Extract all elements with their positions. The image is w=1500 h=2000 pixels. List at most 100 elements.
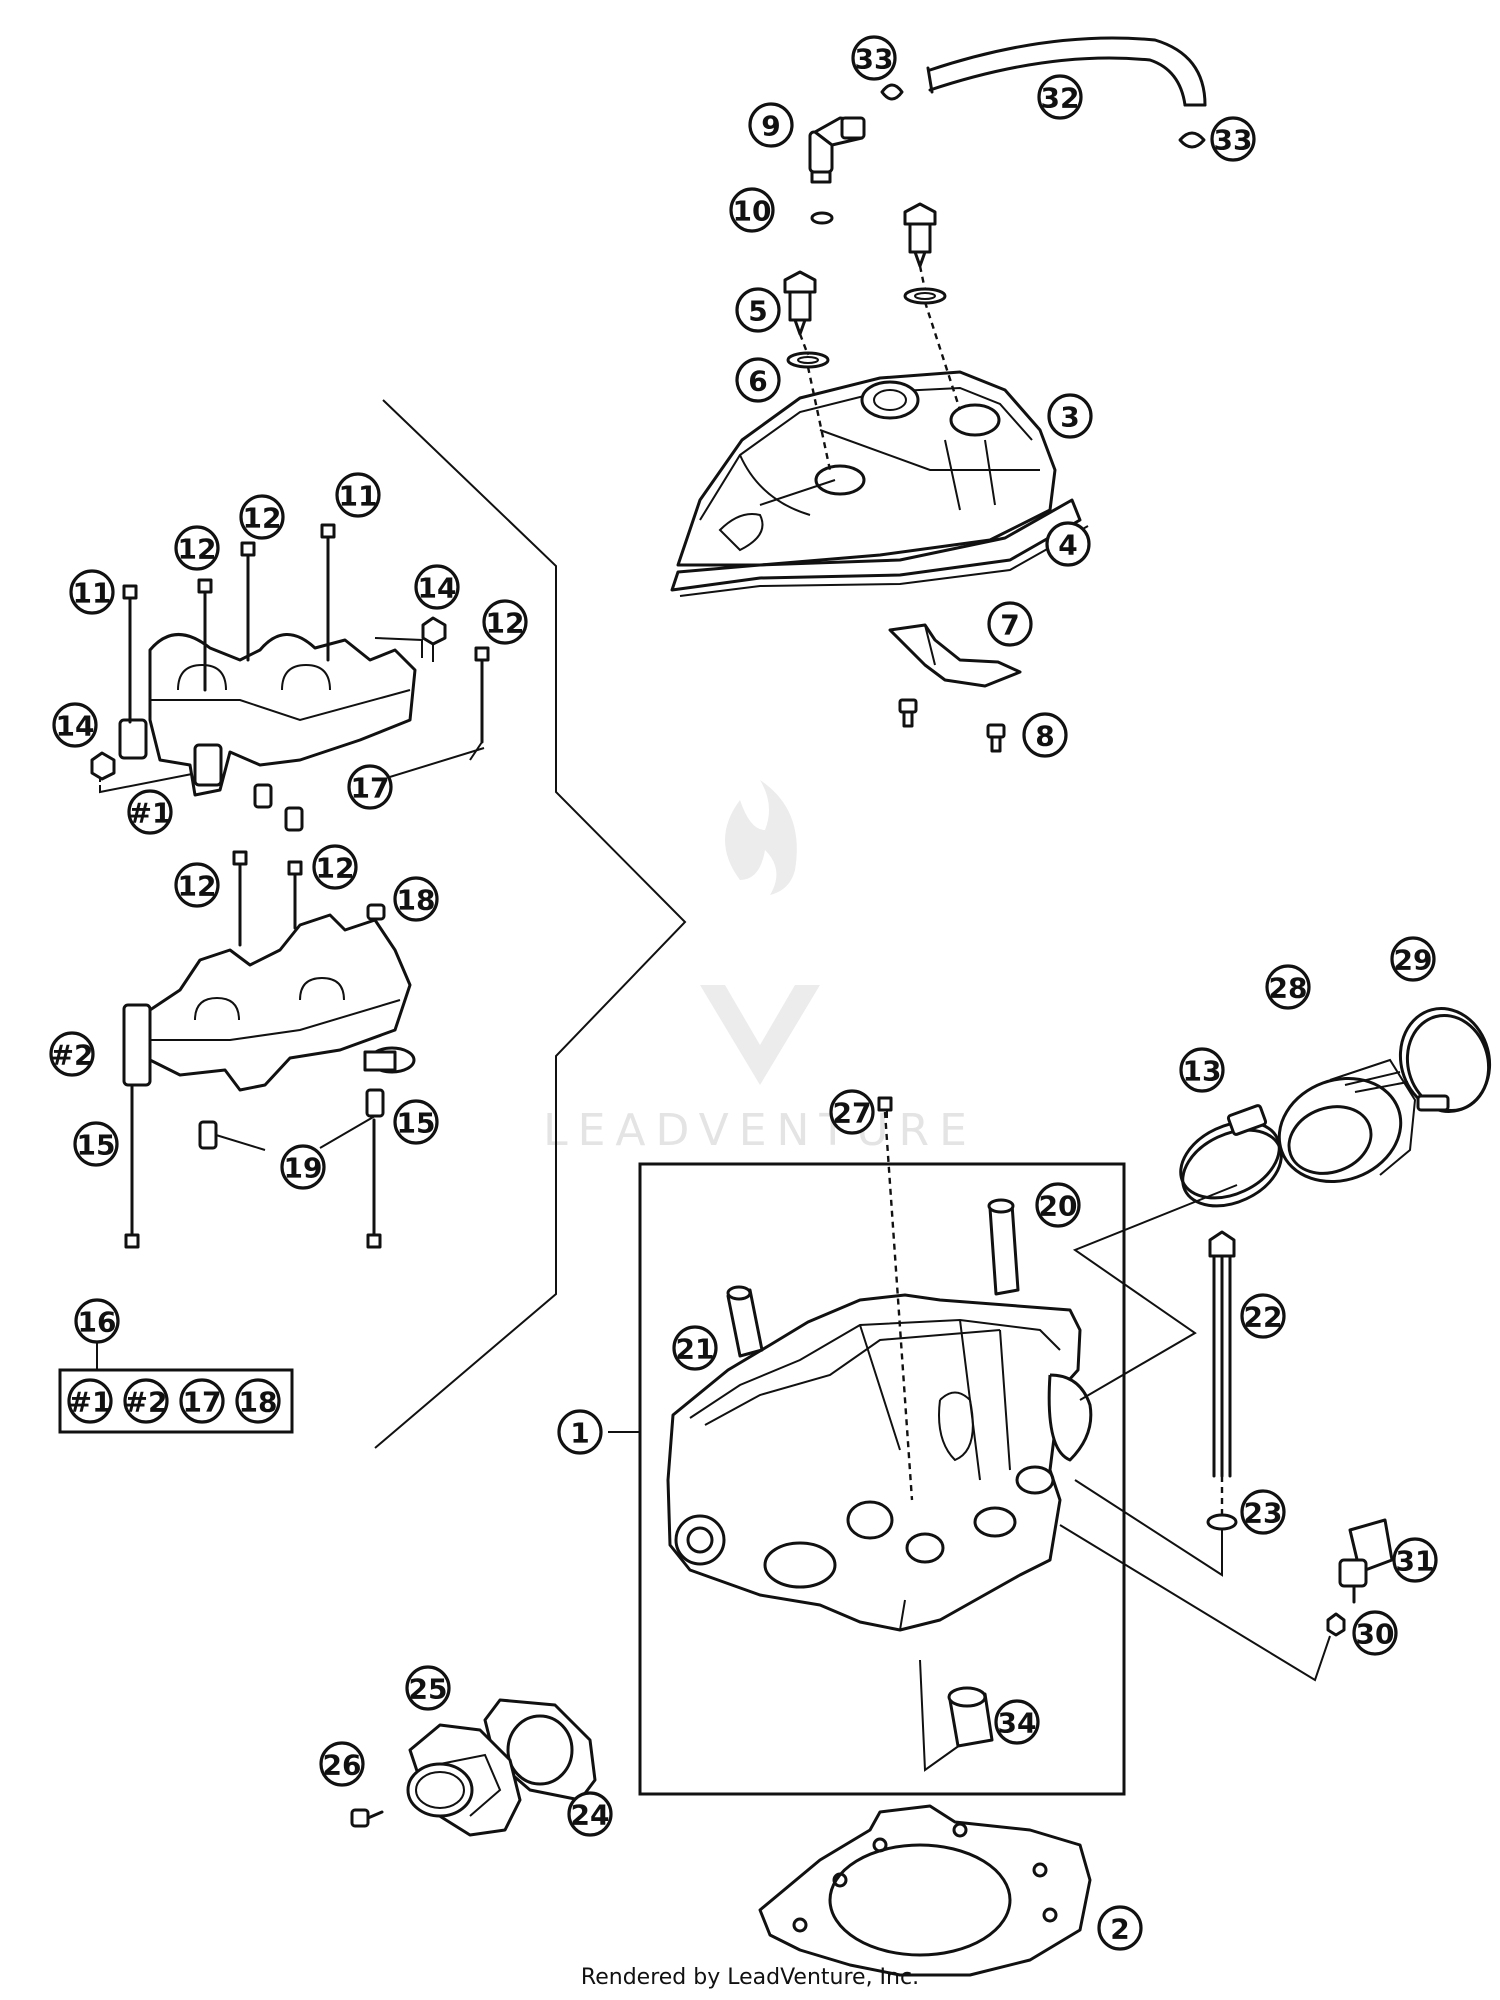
callout-label: 7 (1000, 609, 1019, 642)
callout-28: 28 (1265, 964, 1311, 1010)
callout-hash2: #2 (49, 1031, 95, 1077)
callout-9: 9 (748, 102, 794, 148)
callout-label: 32 (1041, 82, 1080, 115)
callout-label: 31 (1396, 1545, 1435, 1578)
leader-cover-bolts (798, 265, 962, 471)
leader-30 (1059, 1524, 1331, 1682)
callout-label: 17 (351, 772, 390, 805)
callout-label: 15 (397, 1107, 436, 1140)
callout-30: 30 (1352, 1610, 1398, 1656)
cover-bracket (888, 623, 1022, 688)
dowel-pins-17 (253, 783, 304, 832)
bearing-bridge-1 (118, 633, 417, 797)
callout-14: 14 (52, 702, 98, 748)
valve-cover (676, 370, 1057, 567)
callout-label: 18 (397, 884, 436, 917)
callout-6: 6 (735, 357, 781, 403)
long-stud-22 (1208, 1230, 1236, 1478)
callout-label: #2 (51, 1039, 94, 1072)
callout-12: 12 (174, 862, 220, 908)
footer-credit: Rendered by LeadVenture, Inc. (580, 1965, 920, 1990)
callout-label: 12 (178, 870, 217, 903)
callout-label: 4 (1058, 529, 1077, 562)
bridge-nut-upper (421, 616, 447, 646)
callout-label: 11 (73, 577, 112, 610)
water-flange-25 (406, 1723, 522, 1837)
callout-label: 25 (409, 1673, 448, 1706)
callout-label: 33 (1214, 124, 1253, 157)
callout-13: 13 (1179, 1047, 1225, 1093)
callout-label: 30 (1356, 1618, 1395, 1651)
hose-clamp-right (1178, 131, 1206, 149)
intake-boot-28 (1277, 1058, 1417, 1184)
callout-24: 24 (567, 1791, 613, 1837)
cylinder-head-frame (638, 1162, 1126, 1796)
callout-19: 19 (280, 1144, 326, 1190)
kit-item: #2 (123, 1378, 169, 1424)
callout-23: 23 (1240, 1489, 1286, 1535)
callout-33: 33 (851, 35, 897, 81)
kit-item-label: 18 (239, 1386, 278, 1419)
kit-item: 18 (235, 1378, 281, 1424)
head-gasket-2 (758, 1804, 1092, 1977)
bearing-bridge-2 (122, 913, 416, 1092)
callout-33: 33 (1210, 116, 1256, 162)
callout-label: 15 (77, 1129, 116, 1162)
leadventure-watermark: LEADVENTURE (543, 780, 977, 1156)
callout-label: #1 (129, 797, 172, 830)
bracket-screw-a (898, 698, 918, 728)
callout-7: 7 (987, 601, 1033, 647)
callout-label: 33 (855, 43, 894, 76)
head-bolt-27 (877, 1096, 893, 1112)
cover-bolt-left (783, 270, 817, 336)
callout-29: 29 (1390, 936, 1436, 982)
cover-bolt-right (903, 202, 937, 268)
callout-8: 8 (1022, 712, 1068, 758)
screw-26 (350, 1808, 384, 1828)
cylinder-head (666, 1293, 1093, 1632)
callout-label: 3 (1060, 401, 1079, 434)
callout-4: 4 (1045, 521, 1091, 567)
callout-label: 20 (1039, 1190, 1078, 1223)
callout-label: 24 (571, 1799, 610, 1832)
callout-22: 22 (1240, 1293, 1286, 1339)
callout-32: 32 (1037, 74, 1083, 120)
callout-31: 31 (1392, 1537, 1438, 1583)
callout-label: 23 (1244, 1497, 1283, 1530)
kit-item-label: #1 (69, 1386, 112, 1419)
callout-10: 10 (729, 187, 775, 233)
leader-13 (1072, 1184, 1238, 1401)
callout-hash1: #1 (127, 789, 173, 835)
watermark-text: LEADVENTURE (543, 1105, 977, 1156)
callout-15: 15 (73, 1121, 119, 1167)
plug-18 (366, 903, 386, 921)
kit-item-label: #2 (125, 1386, 168, 1419)
bridge-1-bolts (122, 523, 490, 761)
bridge-2-bolts (232, 850, 303, 947)
long-bolts-15 (124, 1083, 382, 1249)
callout-5: 5 (735, 287, 781, 333)
callout-label: 12 (178, 533, 217, 566)
clamp-13 (1179, 1104, 1283, 1208)
callout-label: 13 (1183, 1055, 1222, 1088)
callout-21: 21 (672, 1325, 718, 1371)
callout-label: 22 (1244, 1301, 1283, 1334)
callout-25: 25 (405, 1665, 451, 1711)
fitting-washer (810, 211, 834, 225)
callout-label: 6 (748, 365, 767, 398)
leader-23 (1074, 1479, 1223, 1577)
callout-label: 9 (761, 110, 780, 143)
leader-bridge-2 (215, 1115, 376, 1151)
valve-guide-21 (726, 1285, 764, 1358)
washer-23 (1206, 1513, 1238, 1531)
callout-27: 27 (829, 1089, 875, 1135)
callout-label: 27 (833, 1097, 872, 1130)
hose-clamp-top (880, 83, 904, 101)
callout-label: 1 (570, 1417, 589, 1450)
kit-box-16 (58, 1342, 294, 1434)
callout-20: 20 (1035, 1182, 1081, 1228)
callout-label: 28 (1269, 972, 1308, 1005)
temp-sensor-31 (1338, 1518, 1394, 1604)
leader-stud-27 (883, 1111, 914, 1501)
